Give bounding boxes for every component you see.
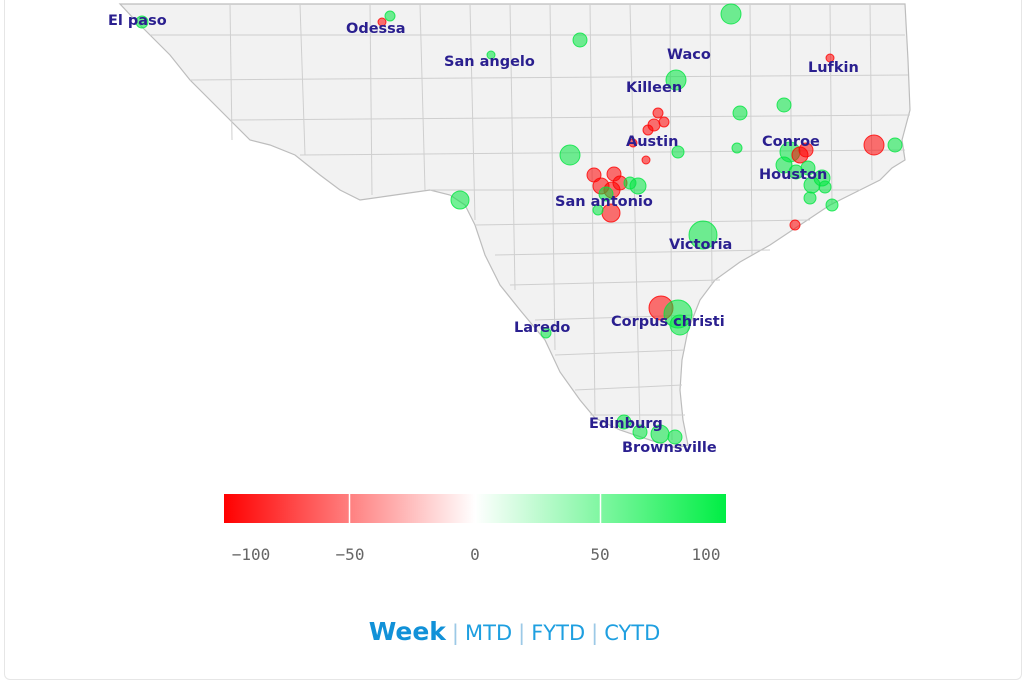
location-bubble[interactable]	[800, 160, 816, 176]
county-grid	[150, 3, 911, 441]
bubble-layer[interactable]	[135, 3, 903, 445]
color-scale-bar	[224, 494, 726, 523]
location-bubble[interactable]	[572, 32, 588, 48]
location-bubble[interactable]	[641, 155, 651, 165]
location-bubble[interactable]	[789, 219, 801, 231]
location-bubble[interactable]	[658, 116, 670, 128]
city-labels: El paso Odessa San angelo Waco Lufkin Ki…	[108, 13, 859, 456]
legend-tick-zero: 0	[470, 545, 480, 564]
location-bubble[interactable]	[135, 15, 149, 29]
city-label-conroe: Conroe	[762, 134, 820, 150]
location-bubble[interactable]	[642, 124, 654, 136]
tab-separator: |	[518, 621, 526, 645]
location-bubble[interactable]	[540, 327, 552, 339]
city-label-houston: Houston	[759, 167, 827, 183]
color-scale-legend	[224, 494, 726, 523]
location-bubble[interactable]	[450, 190, 470, 210]
city-label-brownsville: Brownsville	[622, 440, 717, 456]
city-label-lufkin: Lufkin	[808, 60, 859, 76]
location-bubble[interactable]	[887, 137, 903, 153]
city-label-laredo: Laredo	[514, 320, 570, 336]
city-label-san-antonio: San antonio	[555, 194, 653, 210]
location-bubble[interactable]	[652, 107, 664, 119]
location-bubble[interactable]	[732, 105, 748, 121]
location-bubble[interactable]	[671, 145, 685, 159]
tab-fytd[interactable]: FYTD	[531, 621, 586, 645]
location-bubble[interactable]	[720, 3, 742, 25]
city-label-corpus-christi: Corpus christi	[611, 314, 725, 330]
location-bubble[interactable]	[632, 424, 648, 440]
time-range-selector: Week|MTD|FYTD|CYTD	[0, 617, 1029, 646]
city-label-victoria: Victoria	[669, 237, 732, 253]
location-bubble[interactable]	[825, 198, 839, 212]
location-bubble[interactable]	[818, 180, 832, 194]
city-label-austin: Austin	[626, 134, 678, 150]
texas-shape	[118, 3, 911, 449]
city-label-waco: Waco	[667, 47, 711, 63]
tab-cytd[interactable]: CYTD	[604, 621, 661, 645]
location-bubble[interactable]	[731, 142, 743, 154]
legend-tick-max: 100	[691, 545, 721, 564]
location-bubble[interactable]	[486, 50, 496, 60]
location-bubble[interactable]	[592, 204, 604, 216]
location-bubble[interactable]	[559, 144, 581, 166]
location-bubble[interactable]	[377, 17, 387, 27]
location-bubble[interactable]	[776, 97, 792, 113]
city-label-odessa: Odessa	[346, 21, 406, 37]
city-label-killeen: Killeen	[626, 80, 682, 96]
location-bubble[interactable]	[669, 314, 691, 336]
legend-tick-50: 50	[590, 545, 610, 564]
city-label-san-angelo: San angelo	[444, 54, 535, 70]
state-outline	[118, 3, 911, 449]
tab-week[interactable]: Week	[368, 617, 446, 646]
location-bubble[interactable]	[616, 414, 632, 430]
city-label-edinburg: Edinburg	[589, 416, 663, 432]
tab-separator: |	[591, 621, 599, 645]
location-bubble[interactable]	[798, 142, 814, 158]
city-label-el-paso: El paso	[108, 13, 167, 29]
location-bubble[interactable]	[688, 220, 718, 250]
tab-mtd[interactable]: MTD	[465, 621, 513, 645]
location-bubble[interactable]	[863, 134, 885, 156]
tab-separator: |	[451, 621, 459, 645]
location-bubble[interactable]	[825, 53, 835, 63]
location-bubble[interactable]	[384, 10, 396, 22]
texas-map[interactable]: El paso Odessa San angelo Waco Lufkin Ki…	[0, 0, 1029, 490]
location-bubble[interactable]	[665, 69, 687, 91]
location-bubble[interactable]	[803, 191, 817, 205]
legend-tick-min: −100	[231, 545, 271, 564]
legend-tick-neg50: −50	[335, 545, 365, 564]
location-bubble[interactable]	[629, 177, 647, 195]
location-bubble[interactable]	[667, 429, 683, 445]
location-bubble[interactable]	[598, 186, 614, 202]
location-bubble[interactable]	[628, 138, 638, 148]
location-bubble[interactable]	[775, 156, 793, 174]
